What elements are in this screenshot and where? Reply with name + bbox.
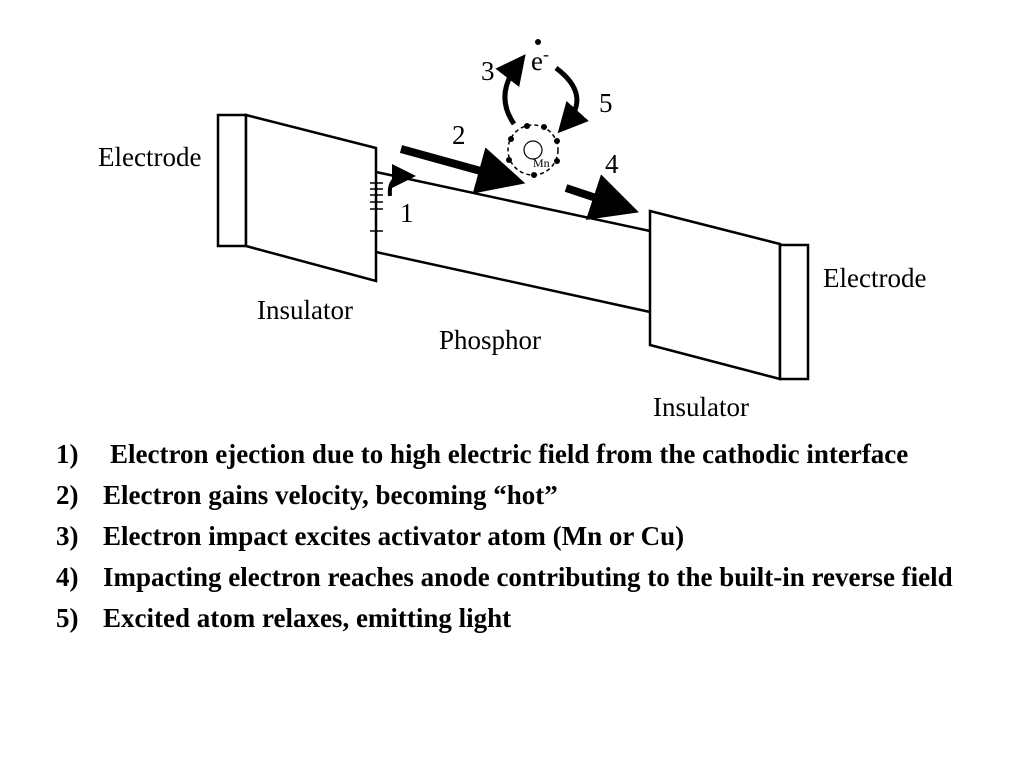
step-marker-1: 1 [400,198,414,228]
step-text: Electron impact excites activator atom (… [103,521,685,551]
atom-electron [554,158,560,164]
phosphor-bottom-edge [375,250,651,314]
atom-electron [508,136,514,142]
atom-electron [554,138,560,144]
step-item-1: 1) Electron ejection due to high electri… [56,434,1006,475]
left-insulator [244,113,378,283]
atom-outer-orbit [507,124,559,176]
step-item-4: 4) Impacting electron reaches anode cont… [56,557,1006,598]
electrode-right-label: Electrode [823,263,926,293]
electron-dot [535,39,541,45]
step-number: 4) [56,562,79,592]
step5-arrow [554,66,589,134]
step-marker-3: 3 [481,56,495,86]
phosphor-top-edge [375,170,651,233]
atom-electron [524,123,530,129]
atom-electron [531,172,537,178]
step-number: 5) [56,603,79,633]
step-marker-4: 4 [605,149,619,179]
step-item-2: 2) Electron gains velocity, becoming “ho… [56,475,1006,516]
insulator-right-label: Insulator [653,392,749,422]
step-text: Impacting electron reaches anode contrib… [103,562,953,592]
step-number: 1) [56,439,79,469]
interface-states [370,182,383,241]
step-marker-5: 5 [599,88,613,118]
atom-label: Mn [533,156,550,170]
step-text: Electron ejection due to high electric f… [110,439,909,469]
atom-nucleus [523,140,543,160]
electron-label: e- [531,44,549,76]
step4-arrow [564,174,639,220]
mn-atom: Mn [506,123,560,178]
step3-arrow [495,54,526,126]
step2-arrow [399,145,526,194]
right-insulator [648,209,782,381]
phosphor-label: Phosphor [439,325,541,355]
left-electrode [216,113,248,248]
step-marker-2: 2 [452,120,466,150]
right-electrode [778,243,810,381]
step-number: 2) [56,480,79,510]
atom-electron [541,124,547,130]
electrode-left-label: Electrode [98,142,201,172]
step-text: Excited atom relaxes, emitting light [103,603,512,633]
step-list: 1) Electron ejection due to high electri… [56,434,1006,639]
insulator-left-label: Insulator [257,295,353,325]
step-item-5: 5) Excited atom relaxes, emitting light [56,598,1006,639]
atom-electron [506,157,512,163]
step1-arrow [387,164,416,197]
step-text: Electron gains velocity, becoming “hot” [103,480,558,510]
step-item-3: 3) Electron impact excites activator ato… [56,516,1006,557]
step-number: 3) [56,521,79,551]
